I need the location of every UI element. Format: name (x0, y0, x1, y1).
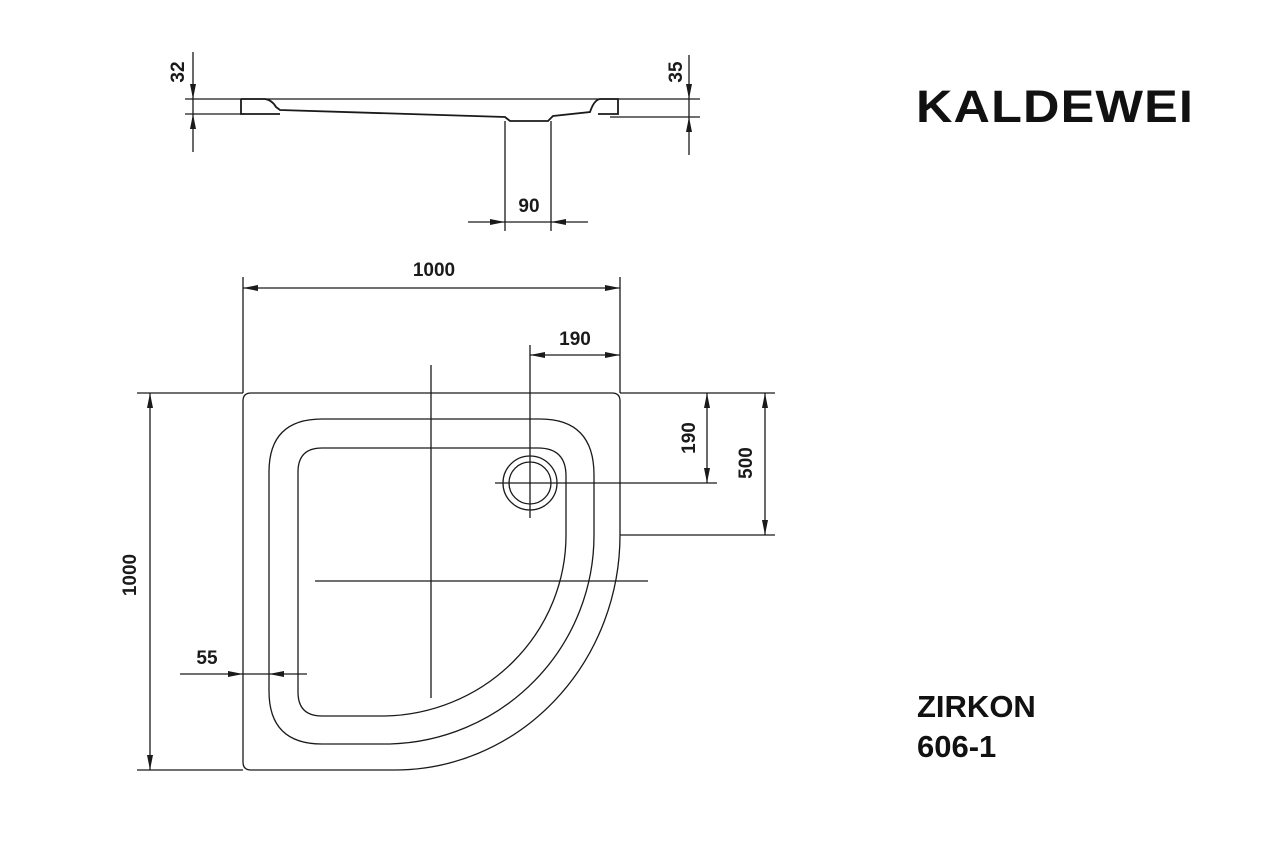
side-view: 32 35 90 (168, 52, 700, 231)
brand-logo: KALDEWEI (916, 81, 1194, 132)
dim-35-label: 35 (666, 61, 687, 83)
dim-drain-top-label: 190 (679, 422, 700, 454)
dim-height-label: 1000 (120, 554, 141, 596)
dim-500-label: 500 (736, 447, 757, 479)
dim-width-label: 1000 (413, 260, 455, 281)
dim-drain-right-label: 190 (559, 329, 591, 350)
dim-rim-label: 55 (196, 648, 218, 669)
product-name: ZIRKON (917, 689, 1036, 724)
dim-90-label: 90 (518, 196, 539, 217)
plan-view: 1000 190 190 500 1000 55 (120, 260, 775, 771)
dim-32-label: 32 (168, 61, 189, 82)
product-model: 606-1 (917, 729, 996, 764)
